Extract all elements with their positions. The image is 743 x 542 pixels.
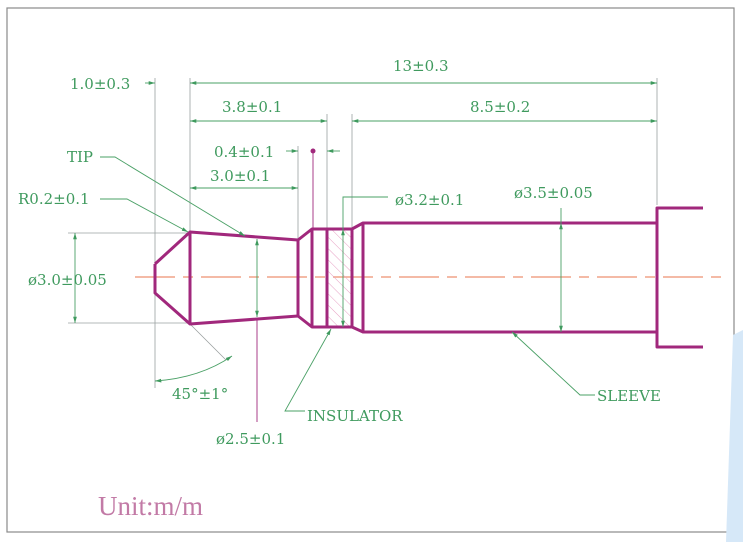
dim-ring-width: 0.4±0.1 (214, 143, 274, 161)
label-insulator: INSULATOR (307, 407, 403, 425)
dim-overall-length: 13±0.3 (393, 57, 449, 75)
label-sleeve: SLEEVE (597, 387, 661, 405)
drawing-frame (6, 7, 735, 533)
dim-tip-radius: R0.2±0.1 (18, 190, 90, 208)
dim-chamfer-angle: 45°±1° (172, 385, 228, 403)
unit-label: Unit:m/m (98, 491, 203, 521)
insulator-hatch (327, 229, 352, 327)
dim-insulator-diameter: ø3.2±0.1 (395, 191, 464, 209)
extension-lines (68, 78, 658, 422)
corner-shade (726, 330, 743, 542)
dim-chamfer-length: 1.0±0.3 (70, 75, 130, 93)
dim-neck-diameter: ø2.5±0.1 (216, 430, 285, 448)
dim-sleeve-diameter: ø3.5±0.05 (514, 184, 593, 202)
dim-tip-length: 3.0±0.1 (210, 167, 270, 185)
label-tip: TIP (67, 148, 93, 166)
dimension-lines (73, 81, 657, 412)
dim-tip-diameter: ø3.0±0.05 (28, 271, 107, 289)
plug-outline (153, 206, 703, 349)
dim-tip-ring-length: 3.8±0.1 (222, 98, 282, 116)
dim-sleeve-length: 8.5±0.2 (470, 98, 530, 116)
